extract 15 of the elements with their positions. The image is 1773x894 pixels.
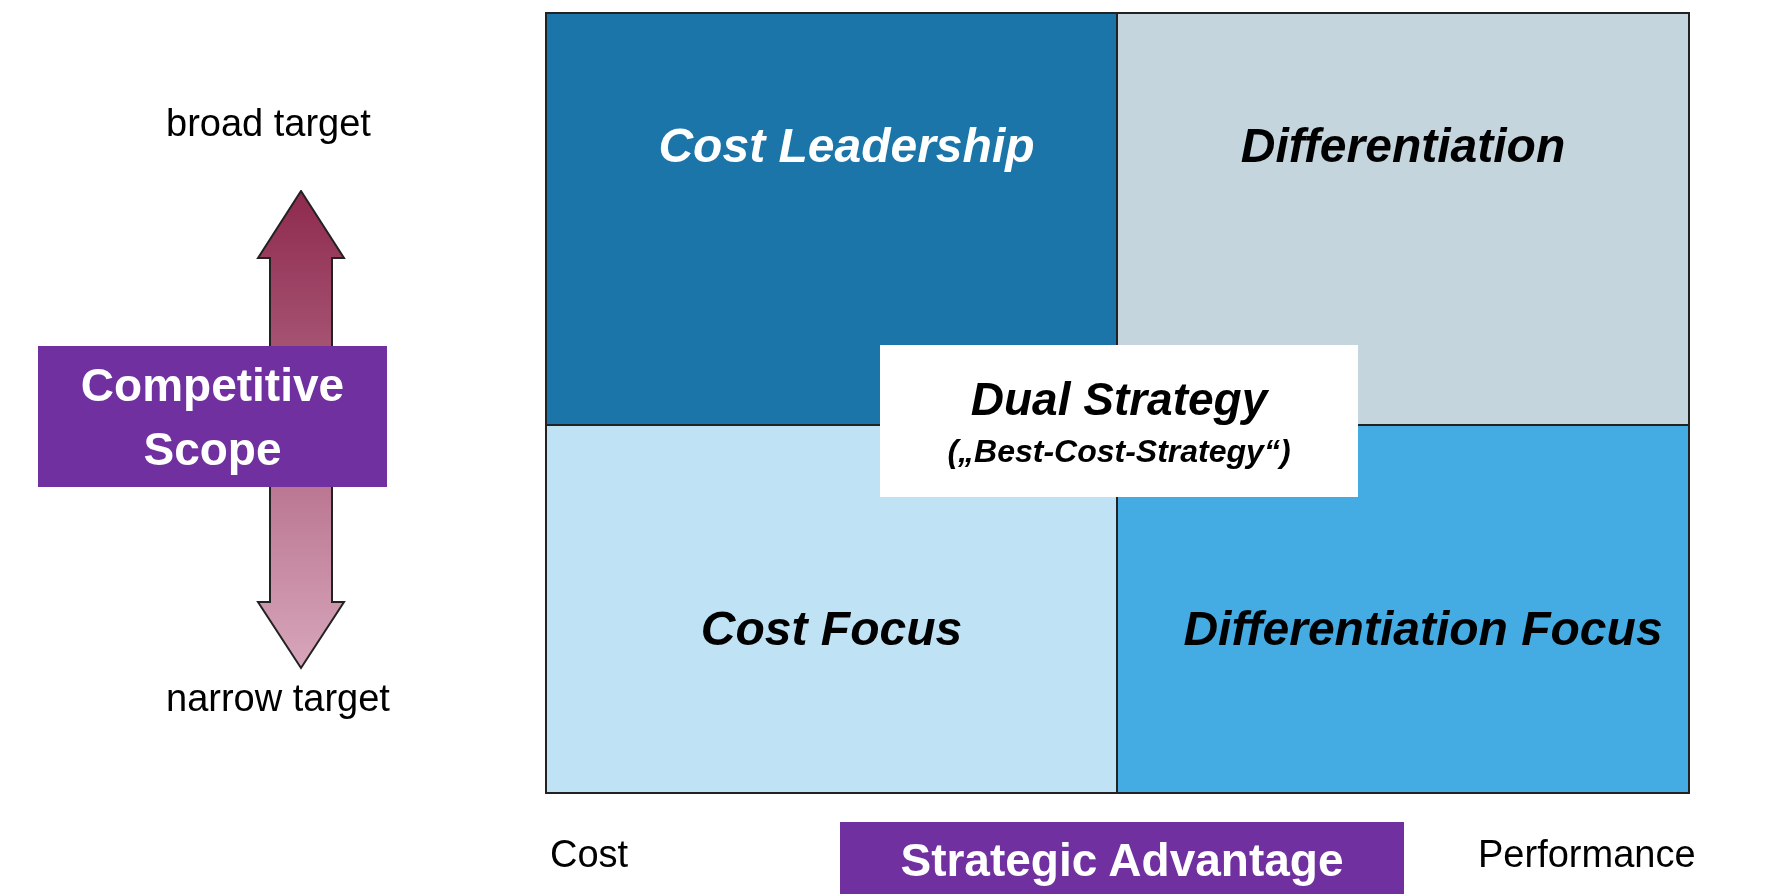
heading-text: Dual Strategy [970,372,1268,426]
heading-text: Strategic Advantage [900,833,1344,888]
axis-label: broad target [166,101,371,146]
callout-box [880,345,1358,497]
subheading-text: („Best-Cost-Strategy“) [947,432,1291,470]
axis-label: Performance [1478,832,1696,877]
heading-text: Cost Focus [700,601,963,657]
axis-label: narrow target [166,676,390,721]
heading-text: Differentiation Focus [1183,603,1663,655]
title-banner [840,822,1404,894]
heading-text: Differentiation [1240,118,1566,174]
axis-label: Cost [550,832,629,877]
heading-text: Competitive Scope [79,357,346,477]
title-banner [38,346,387,487]
heading-text: Cost Leadership [658,118,1035,174]
